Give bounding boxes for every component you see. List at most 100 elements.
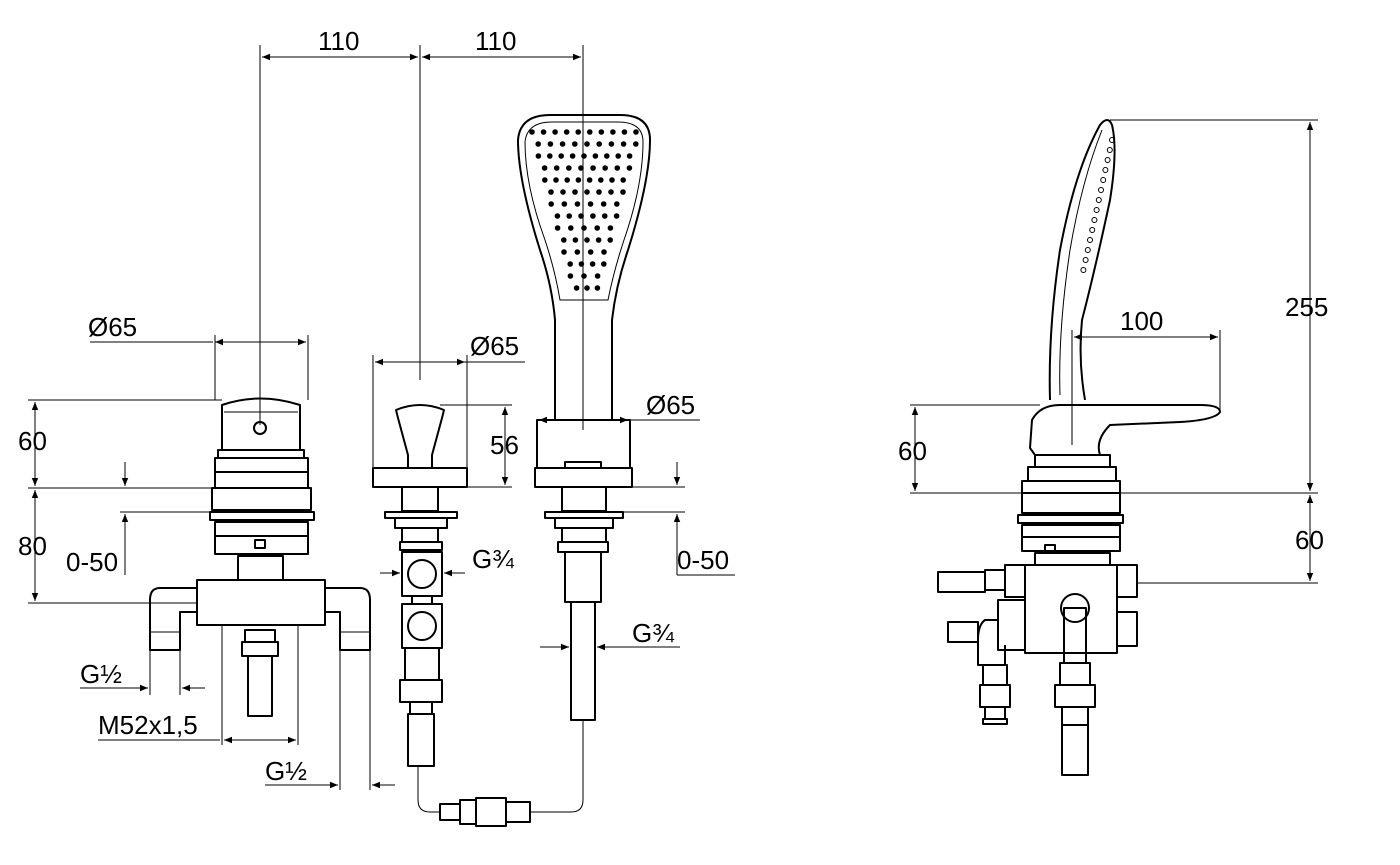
spray-hole xyxy=(607,237,613,243)
spray-hole xyxy=(626,153,633,159)
spray-hole xyxy=(573,285,580,291)
spray-hole xyxy=(626,165,633,171)
dim-mixer-inlet-right: G½ xyxy=(265,756,307,786)
spray-hole xyxy=(1093,207,1100,213)
spray-hole xyxy=(578,213,584,219)
spray-hole xyxy=(552,129,558,135)
spray-hole xyxy=(601,261,607,267)
spray-hole xyxy=(590,165,596,171)
spray-hole xyxy=(614,165,621,171)
hose-connector xyxy=(439,797,531,827)
spray-hole xyxy=(1104,157,1111,163)
spray-hole xyxy=(601,249,607,255)
spray-hole xyxy=(610,129,616,135)
spray-hole xyxy=(633,141,639,147)
spray-hole xyxy=(613,213,620,219)
spray-hole xyxy=(547,141,554,147)
spray-hole xyxy=(1080,267,1087,273)
spray-hole xyxy=(548,201,554,207)
dim-mixer-range: 0-50 xyxy=(66,547,118,577)
dim-side-total-height: 255 xyxy=(1285,292,1328,322)
spray-hole xyxy=(581,225,587,231)
spray-hole xyxy=(567,273,574,279)
spray-hole xyxy=(567,261,573,267)
spray-hole xyxy=(1095,197,1102,203)
spray-hole xyxy=(608,189,614,195)
spray-hole xyxy=(598,177,604,183)
spray-hole xyxy=(1100,177,1107,183)
spray-hole xyxy=(568,225,574,231)
spray-hole xyxy=(561,237,567,243)
dim-110-right: 110 xyxy=(475,26,516,56)
spray-hole xyxy=(566,165,572,171)
spray-hole xyxy=(614,201,620,207)
spray-hole xyxy=(1102,167,1109,173)
hand-shower-front-view: Ø65 0-50 G¾ xyxy=(517,114,735,721)
dim-side-lever-height: 60 xyxy=(898,436,927,466)
spray-hole xyxy=(1089,227,1096,233)
spray-hole xyxy=(554,213,561,219)
spray-hole xyxy=(594,285,601,291)
dim-side-lever-reach: 100 xyxy=(1120,306,1163,336)
spray-hole xyxy=(566,213,573,219)
mixer-front-view: Ø65 60 80 0-50 G½ M52x1,5 G½ xyxy=(18,312,395,790)
spray-hole xyxy=(578,261,585,267)
dim-110-left: 110 xyxy=(318,26,359,56)
spray-hole xyxy=(553,165,560,171)
dim-diverter-height: 56 xyxy=(490,430,519,460)
spray-hole xyxy=(589,261,596,267)
spray-hole xyxy=(547,153,553,159)
spray-hole xyxy=(560,189,566,195)
dim-shower-diameter: Ø65 xyxy=(646,390,695,420)
spray-hole xyxy=(1084,247,1091,253)
dim-diverter-diameter: Ø65 xyxy=(470,331,519,361)
side-view: 255 100 60 60 xyxy=(898,119,1328,776)
spray-hole xyxy=(615,153,621,159)
dim-mixer-diameter: Ø65 xyxy=(88,312,137,342)
dim-mixer-thread: M52x1,5 xyxy=(98,710,198,740)
spray-hole xyxy=(584,237,590,243)
spray-hole xyxy=(620,141,627,147)
dim-diverter-connection: G¾ xyxy=(472,544,514,574)
top-dimensions: 110 110 xyxy=(259,26,584,430)
spray-hole xyxy=(564,177,570,183)
spray-hole xyxy=(561,201,568,207)
spray-hole xyxy=(563,129,570,135)
spray-hole xyxy=(584,285,590,291)
spray-hole xyxy=(542,177,548,183)
spray-hole xyxy=(574,249,581,255)
spray-hole xyxy=(558,153,564,159)
spray-hole xyxy=(572,189,578,195)
spray-hole xyxy=(621,129,628,135)
spray-hole xyxy=(535,141,541,147)
spray-hole xyxy=(601,213,608,219)
spray-hole xyxy=(575,177,582,183)
spray-hole xyxy=(559,141,566,147)
spray-hole xyxy=(535,153,542,159)
spray-hole xyxy=(590,213,596,219)
spray-hole xyxy=(586,129,593,135)
spray-hole xyxy=(594,273,601,279)
spray-hole xyxy=(572,237,579,243)
spray-hole xyxy=(620,189,626,195)
spray-hole xyxy=(578,165,584,171)
spray-hole xyxy=(595,237,602,243)
spray-hole xyxy=(1087,237,1093,243)
spray-hole xyxy=(633,129,639,135)
dim-side-body-height: 60 xyxy=(1295,525,1324,555)
spray-hole xyxy=(569,153,576,159)
spray-hole xyxy=(541,165,548,171)
spray-hole xyxy=(592,153,599,159)
spray-hole xyxy=(581,153,587,159)
spray-hole xyxy=(1091,217,1098,223)
spray-hole xyxy=(587,249,594,255)
spray-hole xyxy=(553,177,559,183)
spray-hole xyxy=(609,177,615,183)
dim-mixer-80: 80 xyxy=(18,531,47,561)
spray-hole xyxy=(587,201,594,207)
spray-hole xyxy=(572,141,578,147)
side-spray-holes xyxy=(1080,137,1115,273)
spray-hole xyxy=(1082,257,1089,263)
spray-hole xyxy=(529,129,535,135)
